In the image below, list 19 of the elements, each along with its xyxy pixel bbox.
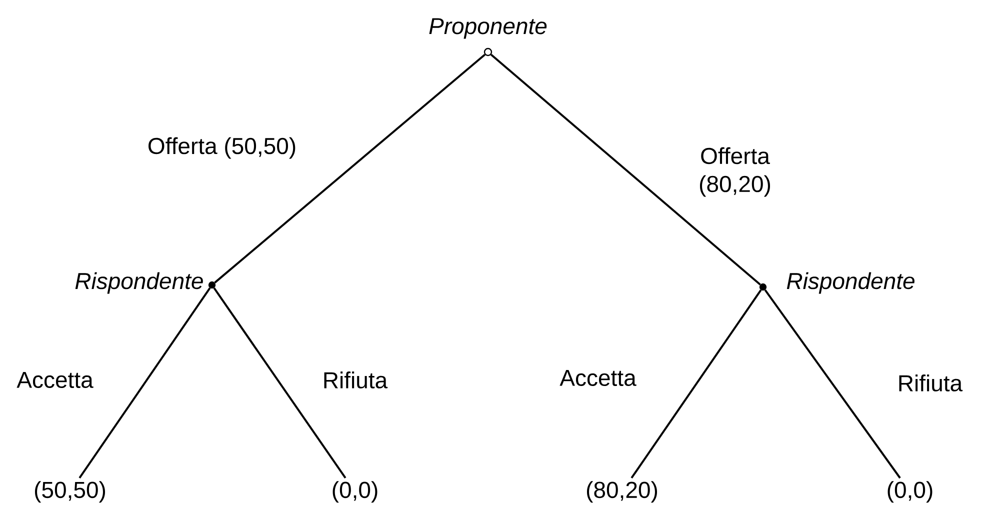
branch-line — [78, 287, 211, 479]
player-label: Rispondente — [786, 272, 914, 294]
edge-label: Rifiuta — [899, 374, 963, 392]
payoff-label: (50,50) — [35, 481, 106, 503]
branch-line — [764, 289, 901, 479]
edge-label: Accetta — [560, 370, 636, 386]
branch-line — [490, 54, 761, 286]
player-label: Proponente — [429, 18, 547, 39]
branch-line — [213, 287, 346, 479]
edge-label: Offerta (50,50) — [148, 137, 296, 159]
player-label: Rispondente — [75, 272, 203, 294]
branch-line — [214, 54, 486, 284]
edge-label: Rifiuta — [324, 372, 388, 388]
payoff-label: (80,20) — [587, 481, 657, 503]
branch-line — [630, 289, 762, 479]
edge-label: Accetta — [16, 372, 94, 388]
edge-label: Offerta (80,20) — [700, 147, 770, 197]
payoff-label: (0,0) — [332, 481, 378, 503]
payoff-label: (0,0) — [888, 481, 932, 503]
